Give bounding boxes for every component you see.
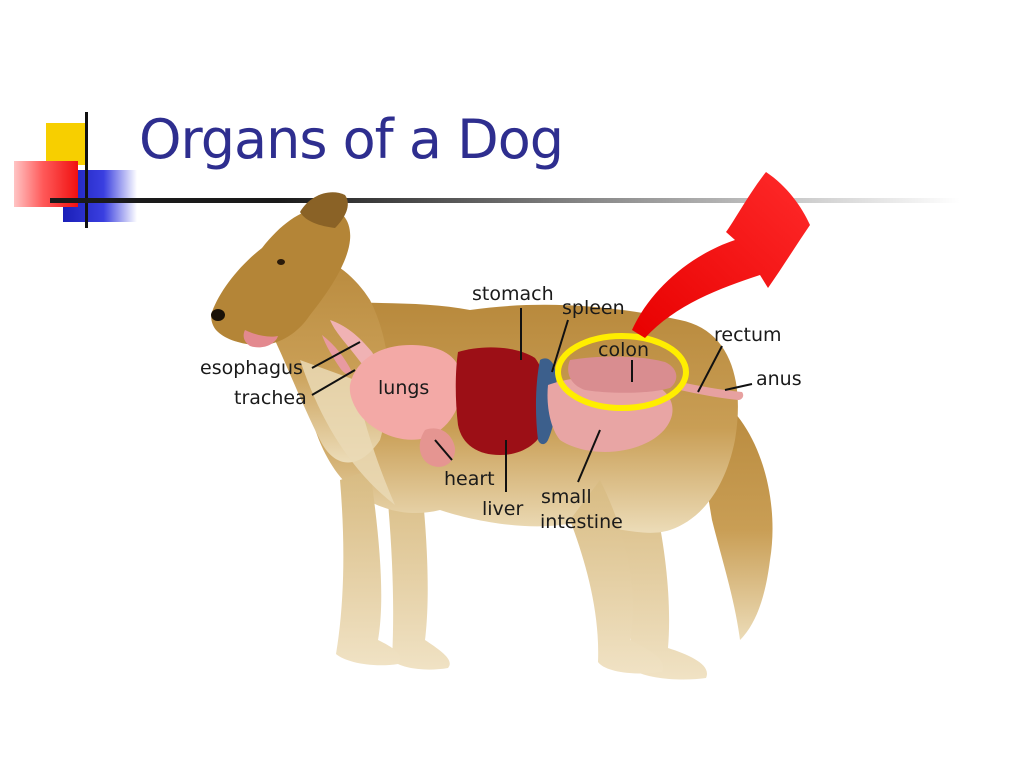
label-colon: colon	[598, 339, 649, 361]
label-anus: anus	[756, 368, 802, 390]
label-rectum: rectum	[714, 324, 782, 346]
organ-labels: esophagus trachea lungs stomach spleen c…	[200, 283, 802, 533]
colon-highlight-ring	[555, 333, 689, 411]
label-spleen: spleen	[562, 297, 625, 319]
dog-nose	[211, 309, 225, 321]
dog-hind-leg-near	[570, 480, 664, 674]
label-trachea: trachea	[234, 387, 307, 409]
pointer-arrow-icon	[632, 172, 810, 338]
leader-spleen	[551, 319, 569, 373]
dog-front-leg-far	[385, 470, 450, 670]
liver-organ	[455, 347, 548, 455]
dog-head	[211, 207, 351, 346]
leader-trachea	[311, 369, 356, 396]
label-small-intestine-line2: intestine	[540, 511, 623, 533]
leader-rectum	[697, 345, 723, 393]
label-heart: heart	[444, 468, 495, 490]
colon-organ	[568, 356, 677, 393]
dog-tongue	[243, 330, 278, 348]
label-liver: liver	[482, 498, 523, 520]
dog-front-leg-near	[336, 470, 401, 666]
accent-vertical-line	[85, 112, 88, 228]
leader-esophagus	[311, 341, 361, 369]
leader-small-intestine	[577, 429, 601, 483]
label-small-intestine-line1: small	[541, 486, 592, 508]
accent-square-yellow	[46, 123, 88, 165]
label-esophagus: esophagus	[200, 357, 303, 379]
title-underline	[50, 198, 960, 203]
slide-title: Organs of a Dog	[139, 108, 564, 171]
rectum-organ	[680, 382, 744, 400]
label-stomach: stomach	[472, 283, 554, 305]
label-lungs: lungs	[378, 377, 429, 399]
dog-ear	[300, 192, 348, 228]
organs	[322, 320, 744, 467]
heart-organ	[419, 428, 456, 467]
dog-eye	[277, 259, 285, 265]
dog-chest-fur	[300, 360, 395, 505]
lungs-organ	[349, 345, 463, 440]
leader-anus	[724, 383, 753, 391]
leader-lines	[311, 308, 753, 492]
leader-heart	[434, 439, 453, 461]
